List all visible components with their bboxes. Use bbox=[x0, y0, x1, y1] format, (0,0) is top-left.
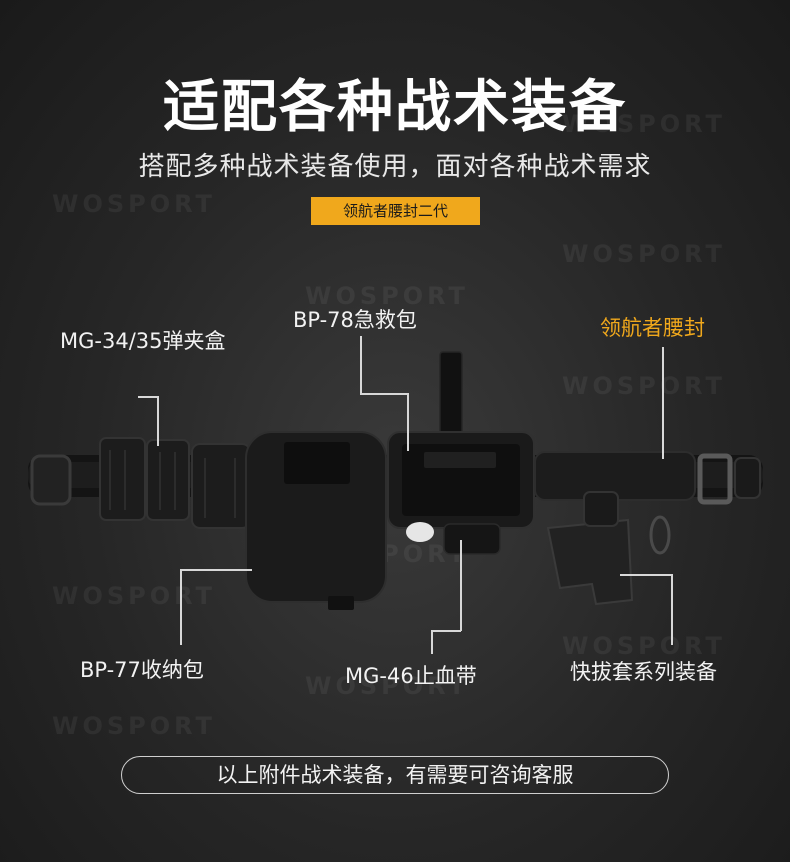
leader-line bbox=[671, 574, 673, 645]
callout-holster: 快拔套系列装备 bbox=[570, 660, 717, 684]
watermark: WOSPORT bbox=[52, 582, 216, 610]
callout-belt: 领航者腰封 bbox=[600, 316, 705, 340]
leader-line bbox=[138, 396, 158, 398]
leader-line bbox=[180, 569, 182, 645]
watermark: WOSPORT bbox=[562, 240, 726, 268]
product-badge: 领航者腰封二代 bbox=[311, 197, 480, 225]
leader-line bbox=[431, 630, 461, 632]
watermark: WOSPORT bbox=[562, 372, 726, 400]
callout-mg34: MG-34/35弹夹盒 bbox=[60, 329, 226, 353]
page-title: 适配各种战术装备 bbox=[163, 75, 627, 140]
callout-bp78: BP-78急救包 bbox=[293, 308, 417, 332]
watermark: WOSPORT bbox=[52, 712, 216, 740]
leader-line bbox=[407, 393, 409, 451]
callout-mg46: MG-46止血带 bbox=[345, 664, 477, 688]
callout-bp77: BP-77收纳包 bbox=[80, 658, 204, 682]
page-subtitle: 搭配多种战术装备使用，面对各种战术需求 bbox=[138, 152, 652, 182]
watermark: WOSPORT bbox=[52, 190, 216, 218]
watermark: WOSPORT bbox=[562, 110, 726, 138]
leader-line bbox=[662, 347, 664, 459]
leader-line bbox=[360, 336, 362, 394]
leader-line bbox=[360, 393, 408, 395]
watermark: WOSPORT bbox=[562, 632, 726, 660]
leader-line bbox=[157, 396, 159, 446]
contact-banner: 以上附件战术装备，有需要可咨询客服 bbox=[121, 756, 669, 794]
watermark: WOSPORT bbox=[305, 282, 469, 310]
leader-line bbox=[431, 630, 433, 654]
leader-line bbox=[180, 569, 252, 571]
leader-line bbox=[460, 540, 462, 631]
leader-line bbox=[620, 574, 672, 576]
watermark: WOSPORT bbox=[305, 672, 469, 700]
